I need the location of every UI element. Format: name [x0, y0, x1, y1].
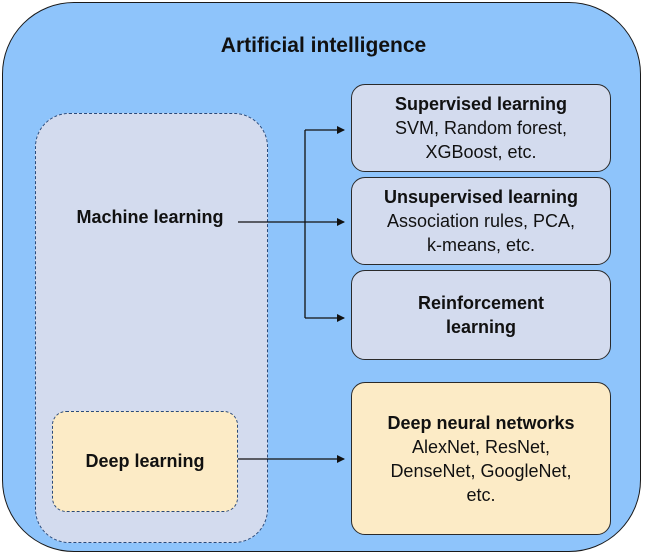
unsupervised-learning-box: Unsupervised learning Association rules,… — [351, 177, 611, 265]
deep-neural-networks-line-3: etc. — [466, 484, 496, 505]
supervised-learning-title: Supervised learning — [394, 94, 568, 114]
deep-neural-networks-line-1: AlexNet, ResNet, — [411, 436, 551, 457]
reinforcement-learning-title-line-1: Reinforcement — [417, 293, 545, 313]
deep-neural-networks-line-2: DenseNet, GoogleNet, — [390, 460, 572, 481]
unsupervised-learning-line-1: Association rules, PCA, — [386, 211, 576, 231]
supervised-learning-line-1: SVM, Random forest, — [394, 118, 568, 138]
reinforcement-learning-title-line-2: learning — [445, 317, 516, 337]
deep-learning-container — [52, 411, 238, 512]
unsupervised-learning-title: Unsupervised learning — [383, 187, 579, 207]
deep-learning-label: Deep learning — [85, 451, 205, 471]
supervised-learning-line-2: XGBoost, etc. — [425, 142, 537, 162]
deep-neural-networks-title: Deep neural networks — [387, 412, 575, 433]
machine-learning-label: Machine learning — [76, 207, 224, 227]
artificial-intelligence-title: Artificial intelligence — [220, 34, 427, 57]
reinforcement-learning-box: Reinforcement learning — [351, 270, 611, 360]
deep-neural-networks-box: Deep neural networks AlexNet, ResNet, De… — [351, 382, 611, 535]
supervised-learning-box: Supervised learning SVM, Random forest, … — [351, 84, 611, 172]
unsupervised-learning-line-2: k-means, etc. — [426, 235, 536, 255]
